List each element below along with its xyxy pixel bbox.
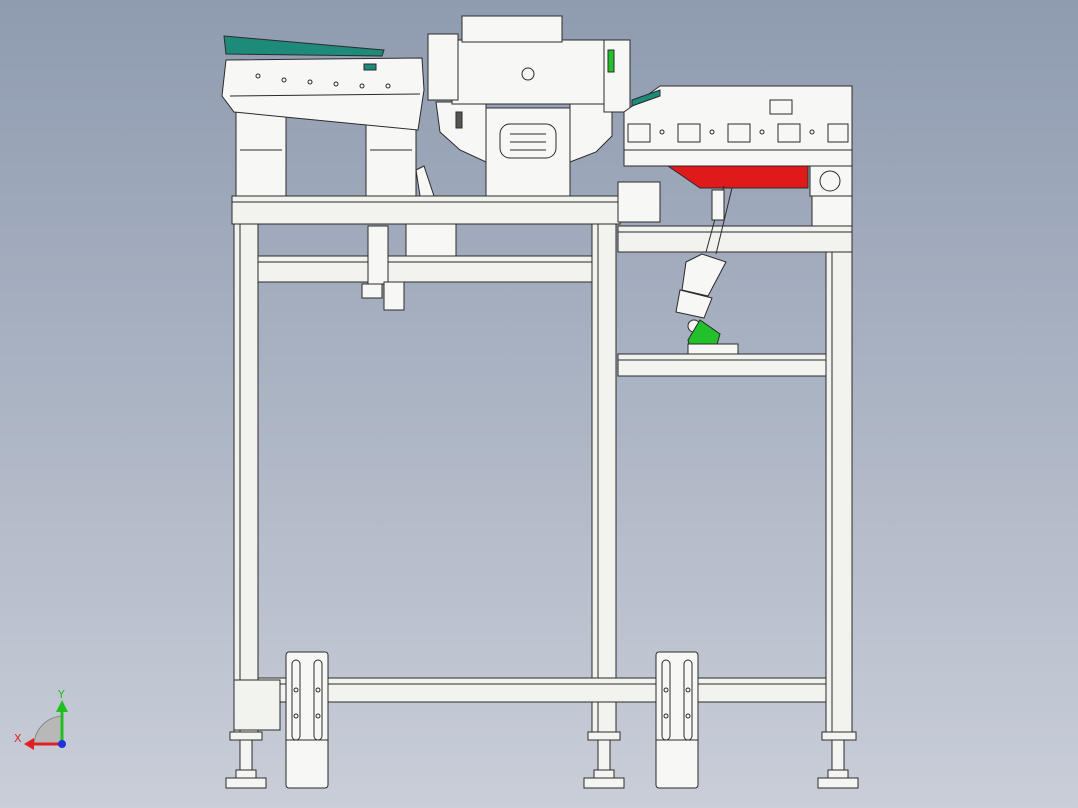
caster-bracket: [285, 651, 329, 789]
pneumatic-cylinder: [675, 185, 739, 355]
linear-feeder-right: [617, 85, 853, 227]
leveling-foot: [225, 731, 267, 789]
right-middle-crossbar: [617, 353, 827, 377]
left-table-top: [231, 195, 621, 225]
left-frame-leg-2: [591, 223, 617, 733]
z-axis-dot: [58, 740, 66, 748]
vibratory-bowl-assembly: [427, 15, 631, 197]
caster-bracket: [655, 651, 699, 789]
right-frame-leg: [825, 251, 853, 733]
left-upper-crossbar: [257, 255, 593, 283]
linear-feeder-left: [221, 35, 435, 197]
x-axis-label: X: [14, 732, 22, 745]
feeder-track-teal: [631, 89, 661, 107]
caster-brackets: [285, 651, 699, 789]
y-axis-label: Y: [57, 688, 65, 701]
air-fittings: [361, 223, 457, 311]
leveling-foot: [817, 731, 859, 789]
feeder-track-teal: [223, 35, 385, 57]
axis-triad[interactable]: X Y: [14, 688, 68, 750]
left-frame-leg-1: [233, 223, 259, 733]
leveling-feet: [225, 731, 859, 789]
bottom-crossbar: [257, 677, 827, 703]
leveling-foot: [583, 731, 625, 789]
right-table-top: [617, 225, 853, 253]
feeder-base-red: [666, 165, 809, 189]
